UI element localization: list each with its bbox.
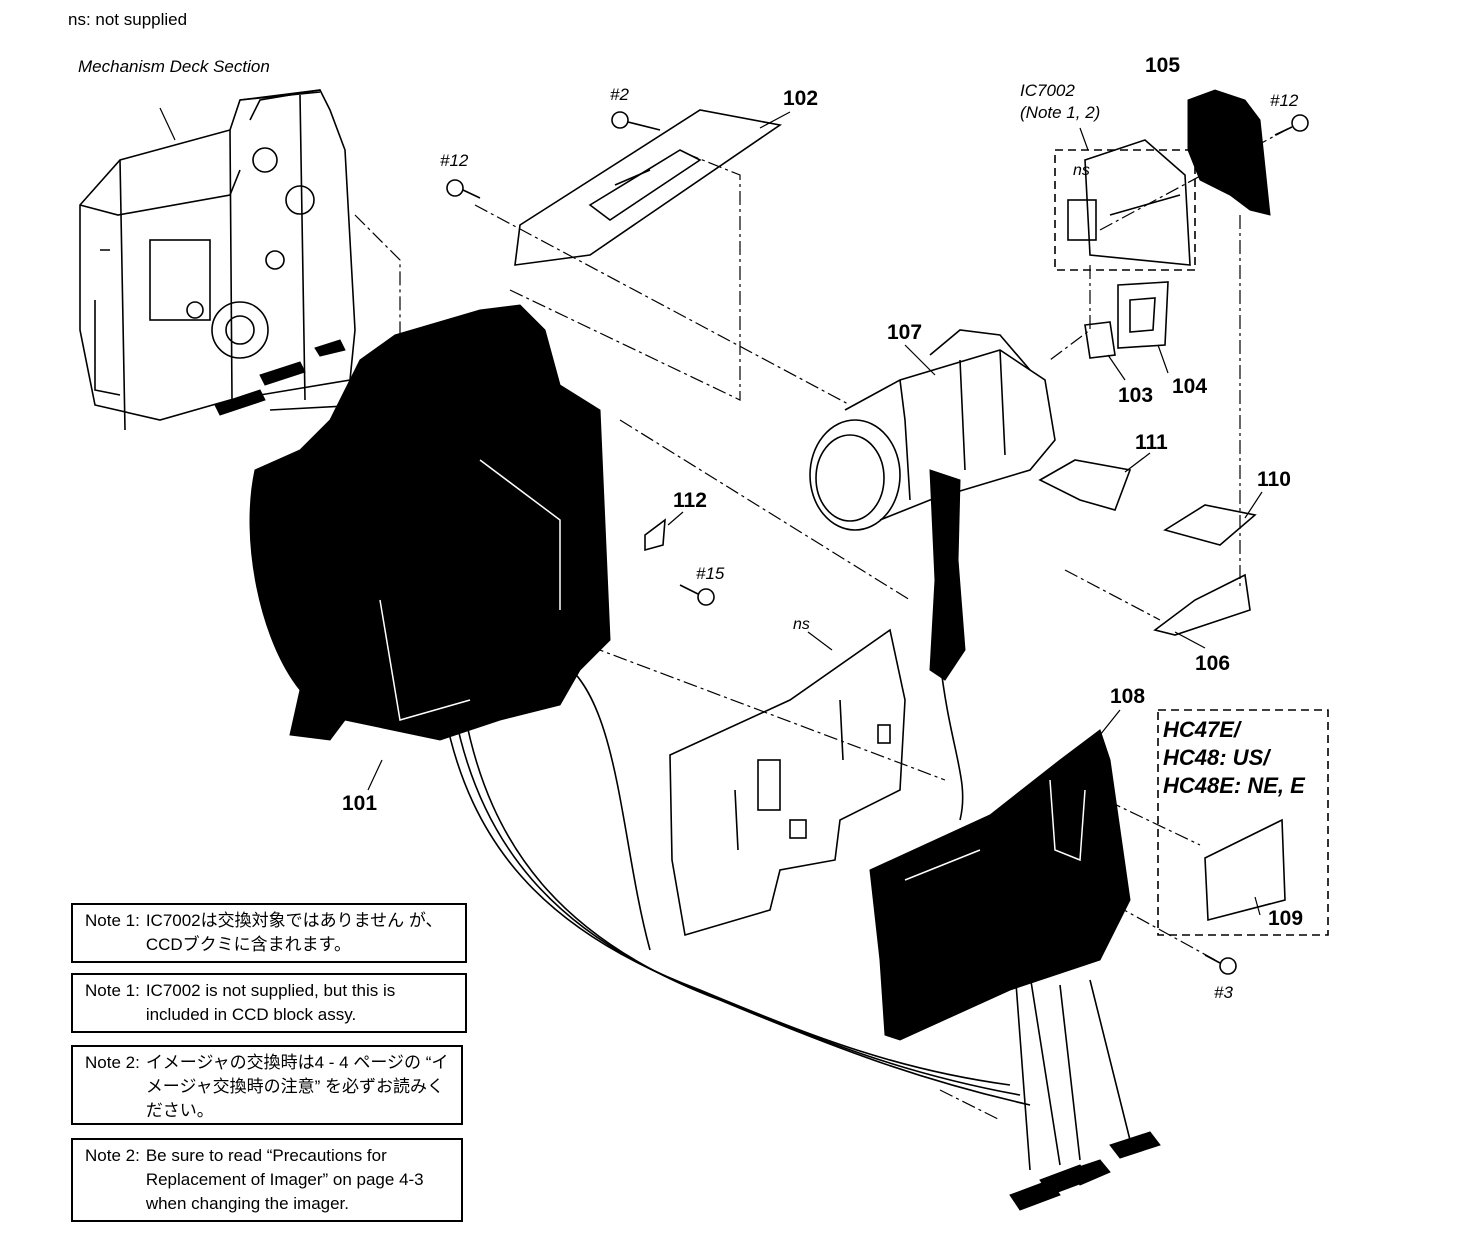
model-line-2: HC48: US/ [1163,745,1270,770]
ic7002-line1: IC7002 [1020,81,1075,100]
part-101-ccd-block [249,304,611,741]
note-tag: Note 1: [85,981,140,1000]
model-variants-label: HC47E/ HC48: US/ HC48E: NE, E [1163,716,1305,800]
ic7002-label: IC7002 (Note 1, 2) [1020,80,1100,124]
part-105-cover [1187,89,1271,216]
screw-3 [1204,954,1237,975]
part-number-105: 105 [1145,54,1181,77]
ic7002-line2: (Note 1, 2) [1020,103,1101,122]
note-text: IC7002 is not supplied, but this is incl… [145,981,396,1024]
part-number-102: 102 [783,87,819,110]
note-2-japanese: Note 2: イメージャの交換時は4 - 4 ページの “イメージャ交換時の注… [71,1045,463,1125]
note-1-japanese: Note 1: IC7002は交換対象ではありません が、CCDブクミに含まれま… [71,903,467,963]
mechanism-deck [79,89,356,431]
note-2-english: Note 2: Be sure to read “Precautions for… [71,1138,463,1222]
part-number-106: 106 [1195,652,1231,675]
part-107-flex [929,469,966,681]
part-number-108: 108 [1110,685,1146,708]
ns-mark-ic: ns [1073,162,1090,179]
screw-label-12-right: #12 [1270,91,1299,110]
part-number-104: 104 [1172,375,1208,398]
note-text: イメージャの交換時は4 - 4 ページの “イメージャ交換時の注意” を必ずお読… [145,1053,449,1120]
part-number-109: 109 [1268,907,1304,930]
note-tag: Note 2: [85,1053,140,1072]
part-number-101: 101 [342,792,378,815]
screw-12-right [1274,114,1309,136]
part-number-111: 111 [1135,431,1168,454]
screw-12-left [446,179,481,199]
screw-label-3: #3 [1214,983,1233,1002]
screw-2 [611,111,661,131]
section-title: Mechanism Deck Section [78,57,270,76]
model-line-1: HC47E/ [1163,717,1241,742]
note-text: Be sure to read “Precautions for Replace… [145,1146,424,1213]
part-number-110: 110 [1257,468,1291,491]
model-line-3: HC48E: NE, E [1163,773,1305,798]
ic7002-shield [1067,139,1191,266]
ns-mark-board: ns [793,616,810,633]
note-tag: Note 2: [85,1146,140,1165]
note-1-english: Note 1: IC7002 is not supplied, but this… [71,973,467,1033]
ns-legend: ns: not supplied [68,10,188,29]
screw-label-15: #15 [696,564,725,583]
ns-circuit-board [669,628,906,937]
screw-label-12-left: #12 [440,151,469,170]
part-number-103: 103 [1118,384,1154,407]
part-number-112: 112 [673,489,707,512]
connector-4 [1109,1131,1161,1159]
part-112-tab [644,518,666,552]
screw-label-2: #2 [610,85,629,104]
part-108-main-board [869,729,1131,1041]
part-number-107: 107 [887,321,923,344]
screw-15 [679,584,715,606]
note-tag: Note 1: [85,911,140,930]
part-102-plate [514,109,783,266]
connector-3 [1069,1159,1111,1186]
note-text: IC7002は交換対象ではありません が、CCDブクミに含まれます。 [145,911,443,954]
